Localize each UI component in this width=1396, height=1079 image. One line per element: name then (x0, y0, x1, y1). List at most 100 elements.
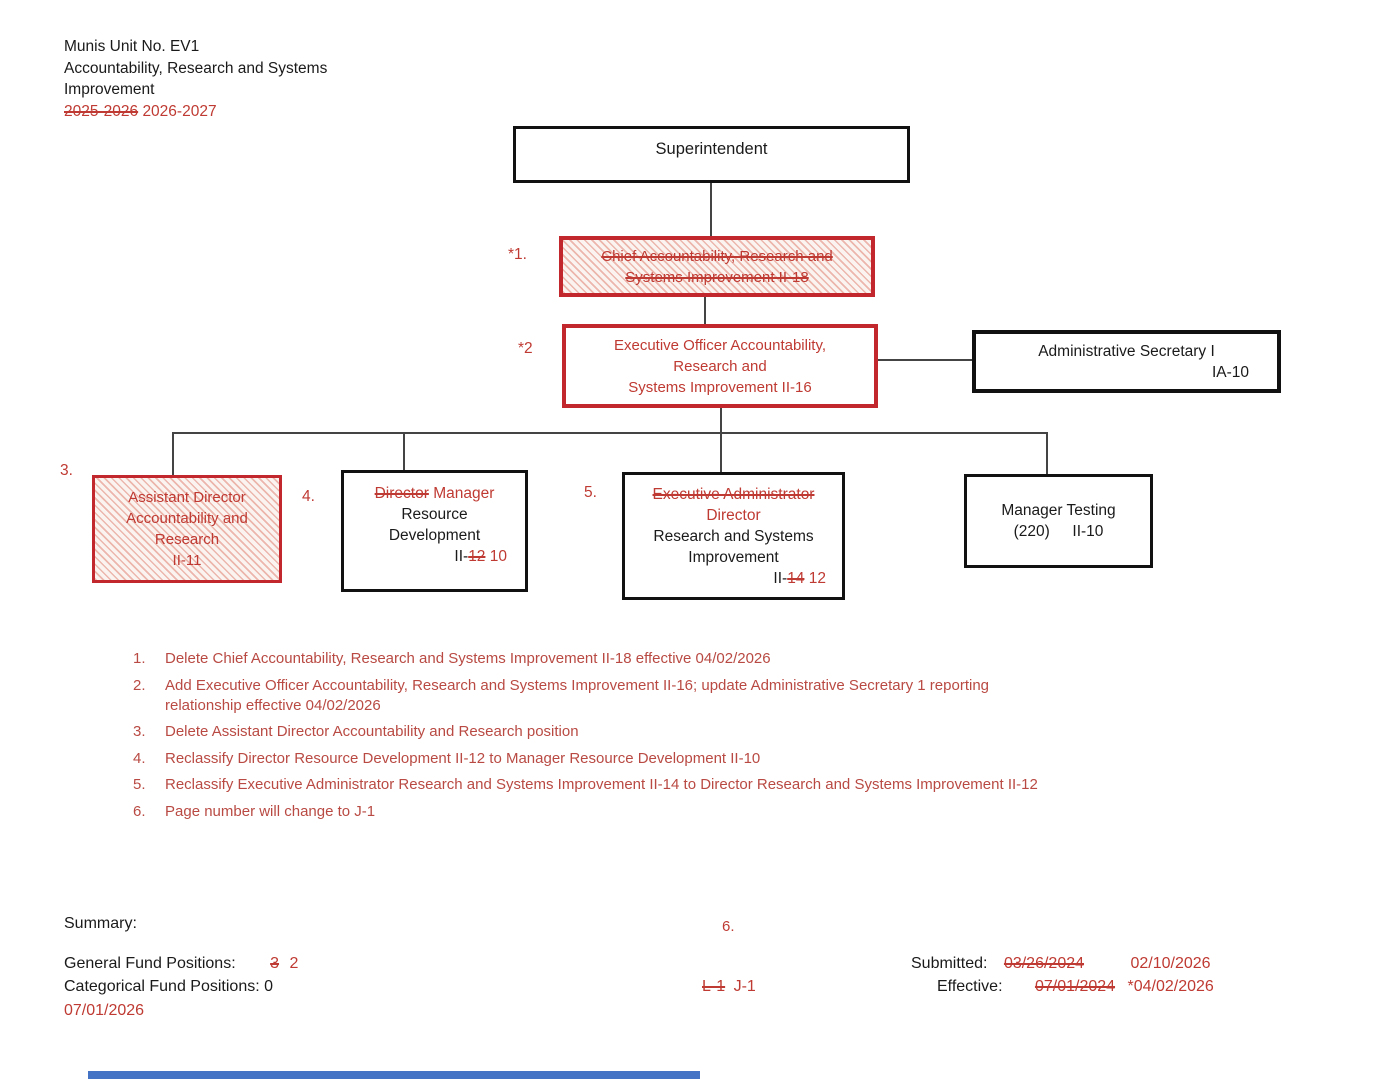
effective-date-new: *04/02/2026 (1127, 978, 1214, 995)
resource-dev-title-new: Manager (433, 485, 495, 502)
assistant-director-grade: II-11 (172, 552, 202, 569)
box-executive-officer: Executive Officer Accountability, Resear… (562, 324, 878, 408)
footer-note-ref: 6. (722, 918, 735, 935)
note-text: Add Executive Officer Accountability, Re… (165, 676, 990, 714)
superintendent-title: Superintendent (655, 140, 768, 158)
manager-testing-grade: (220) II-10 (967, 521, 1150, 542)
box-administrative-secretary: Administrative Secretary I IA-10 (972, 330, 1281, 393)
research-systems-grade-prefix: II- (773, 570, 788, 587)
box-manager-testing: Manager Testing (220) II-10 (964, 474, 1153, 568)
resource-dev-grade-new: 10 (489, 548, 507, 565)
box-resource-development: Director Manager Resource Development II… (341, 470, 528, 592)
connector-execofficer-bus (720, 406, 722, 433)
note-text: Delete Assistant Director Accountability… (165, 723, 579, 740)
box-research-systems: Executive Administrator Director Researc… (622, 472, 845, 600)
ref-label-3: 3. (60, 462, 73, 479)
resource-dev-grade-old: 12 (468, 548, 486, 565)
revision-notes-list: 1. Delete Chief Accountability, Research… (133, 649, 1203, 828)
note-text: Reclassify Director Resource Development… (165, 749, 761, 767)
admin-secretary-title: Administrative Secretary I (1038, 342, 1215, 360)
connector-bus (172, 432, 1048, 434)
effective-label: Effective: (937, 978, 1003, 995)
assistant-director-line2: Accountability and (126, 510, 248, 527)
connector-drop-assistant-director (172, 432, 174, 475)
note-number: 2. (133, 676, 146, 694)
note-item-6: 6. Page number will change to J-1 (133, 802, 1203, 822)
submitted-date-old: 03/26/2024 (1003, 955, 1085, 972)
fiscal-year-new: 2026-2027 (142, 102, 217, 120)
connector-drop-manager-testing (1046, 432, 1048, 474)
effective-date-note: 07/01/2026 (64, 1002, 145, 1019)
note-item-3: 3. Delete Assistant Director Accountabil… (133, 722, 1203, 742)
note-text: Reclassify Executive Administrator Resea… (165, 776, 1038, 793)
connector-drop-resource-dev (403, 432, 405, 470)
research-systems-line3: Improvement (688, 549, 779, 566)
note-text: Page number will change to J-1 (165, 802, 376, 820)
general-fund-label: General Fund Positions: (64, 955, 236, 972)
resource-dev-title-old: Director (374, 485, 429, 502)
document-header: Munis Unit No. EV1 Accountability, Resea… (64, 36, 327, 122)
department-name-line1: Accountability, Research and Systems (64, 59, 328, 77)
resource-dev-line3: Development (388, 527, 481, 544)
manager-testing-title: Manager Testing (1001, 502, 1116, 519)
categorical-fund-row: Categorical Fund Positions: 0 (64, 978, 273, 995)
ref-label-5: 5. (584, 484, 597, 501)
research-systems-grade: II-14 12 (625, 568, 842, 589)
page-number-row: L-1 J-1 (702, 976, 756, 998)
research-systems-title-old: Executive Administrator (652, 486, 815, 503)
munis-unit-number: Munis Unit No. EV1 (64, 38, 200, 55)
note-number: 1. (133, 650, 146, 667)
exec-officer-line3: Systems Improvement II-16 (628, 378, 812, 396)
admin-secretary-grade: IA-10 (1211, 363, 1249, 381)
research-systems-grade-new: 12 (808, 570, 826, 587)
ref-label-1: *1. (508, 246, 527, 263)
submitted-row: Submitted: 03/26/2024 02/10/2026 (911, 953, 1211, 975)
note-item-2: 2. Add Executive Officer Accountability,… (133, 676, 1203, 716)
general-fund-row: General Fund Positions: 3 2 (64, 953, 298, 975)
fiscal-year: 2025-2026 2026-2027 (64, 101, 327, 123)
research-systems-line2: Research and Systems (653, 528, 814, 545)
manager-testing-count: (220) (1013, 523, 1050, 540)
note-item-4: 4. Reclassify Director Resource Developm… (133, 749, 1203, 769)
page-number-old: L-1 (702, 978, 726, 995)
box-superintendent: Superintendent (513, 126, 910, 183)
chief-title-line1: Chief Accountability, Research and (601, 247, 833, 265)
resource-dev-grade-prefix: II- (454, 548, 469, 565)
resource-dev-title: Director Manager (344, 483, 525, 504)
note-number: 6. (133, 802, 146, 820)
effective-row: Effective: 07/01/2024 *04/02/2026 (937, 976, 1214, 998)
research-systems-grade-old: 14 (787, 570, 805, 587)
assistant-director-line1: Assistant Director (128, 489, 246, 506)
summary-label: Summary: (64, 915, 137, 932)
chief-title-line2: Systems Improvement II-18 (625, 268, 809, 286)
effective-date-old: 07/01/2024 (1034, 978, 1116, 995)
submitted-label: Submitted: (911, 955, 988, 972)
note-item-5: 5. Reclassify Executive Administrator Re… (133, 775, 1203, 795)
resource-dev-line2: Resource (401, 506, 468, 523)
department-name-line2: Improvement (64, 81, 155, 98)
fiscal-year-old: 2025-2026 (64, 102, 139, 120)
exec-officer-line1: Executive Officer Accountability, (613, 336, 827, 354)
assistant-director-line3: Research (154, 531, 220, 548)
note-item-1: 1. Delete Chief Accountability, Research… (133, 649, 1203, 669)
ref-label-2: *2 (518, 340, 533, 357)
general-fund-old: 3 (270, 955, 280, 972)
ref-label-4: 4. (302, 488, 315, 505)
exec-officer-line2: Research and (673, 357, 767, 375)
horizontal-scrollbar-thumb[interactable] (88, 1071, 700, 1079)
general-fund-new: 2 (289, 955, 299, 972)
connector-drop-research-systems (720, 432, 722, 473)
note-number: 3. (133, 723, 146, 740)
connector-superintendent-chief (710, 181, 712, 237)
note-number: 5. (133, 776, 146, 793)
submitted-date-new: 02/10/2026 (1130, 955, 1211, 972)
connector-chief-execofficer (704, 296, 706, 325)
resource-dev-grade: II-12 10 (344, 546, 525, 567)
page-number-new: J-1 (733, 978, 756, 995)
box-assistant-director: Assistant Director Accountability and Re… (92, 475, 282, 583)
box-chief-accountability: Chief Accountability, Research and Syste… (559, 236, 875, 297)
note-number: 4. (133, 749, 146, 767)
connector-execofficer-adminsec (877, 359, 973, 361)
research-systems-title-new: Director (706, 507, 761, 524)
manager-testing-level: II-10 (1072, 523, 1104, 540)
